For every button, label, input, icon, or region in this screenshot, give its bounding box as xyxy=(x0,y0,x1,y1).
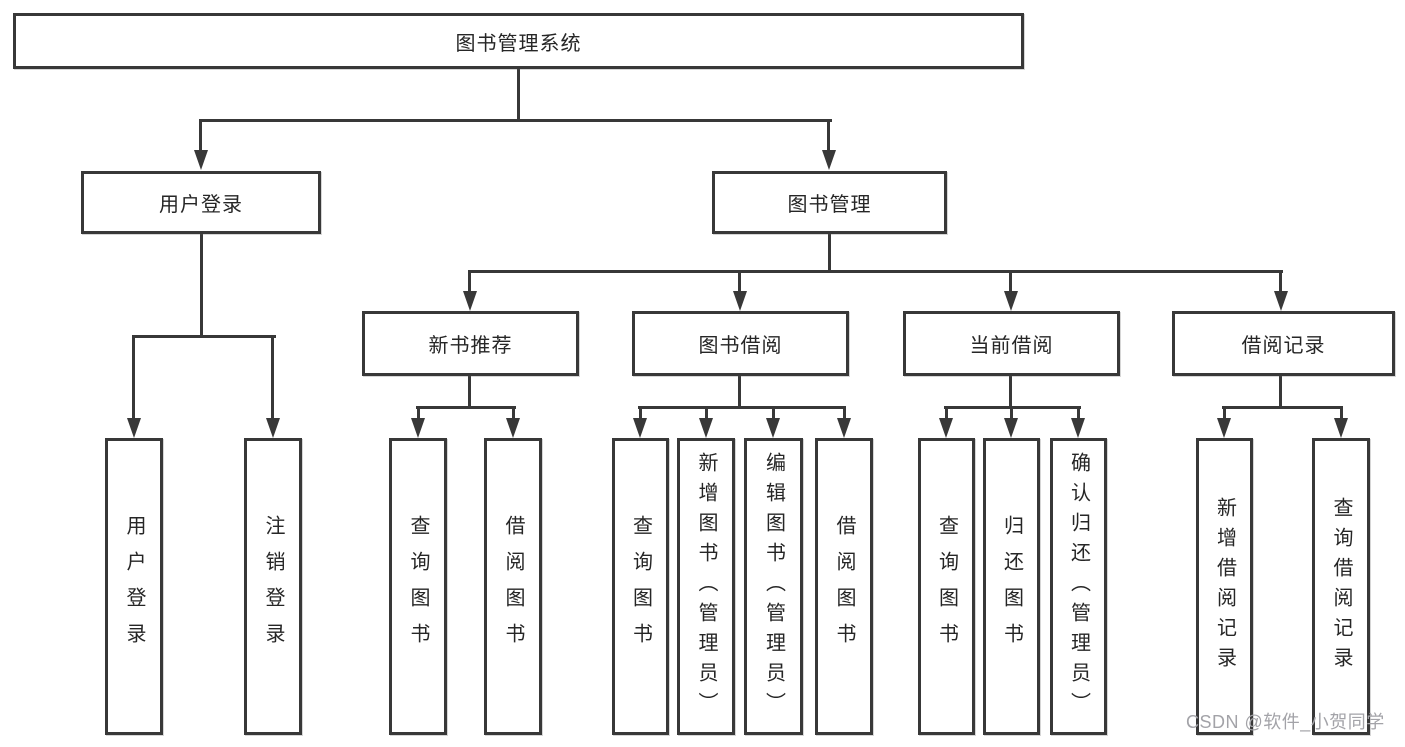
node-label: 新增借阅记录 xyxy=(1213,496,1236,677)
node-label: 查询图书 xyxy=(407,514,429,659)
arrowhead-down xyxy=(1004,418,1018,438)
connector-line xyxy=(199,122,202,151)
node-label: 借阅图书 xyxy=(502,514,524,659)
connector-line xyxy=(1279,376,1282,407)
arrowhead-down xyxy=(463,291,477,311)
node-library-management-system: 图书管理系统 xyxy=(13,13,1024,69)
arrowhead-down xyxy=(1071,418,1085,438)
node-book-management: 图书管理 xyxy=(712,171,947,234)
arrowhead-down xyxy=(194,150,208,170)
connector-line xyxy=(416,406,516,409)
leaf-query-books-borrowing: 查询图书 xyxy=(612,438,669,735)
node-label: 用户登录 xyxy=(123,514,145,659)
leaf-return-books: 归还图书 xyxy=(983,438,1040,735)
watermark: CSDN @软件_小贺同学 xyxy=(1186,712,1385,732)
leaf-borrow-books-recommend: 借阅图书 xyxy=(484,438,542,735)
connector-line xyxy=(1340,409,1343,419)
leaf-edit-books-admin: 编辑图书（管理员） xyxy=(744,438,803,735)
arrowhead-down xyxy=(822,150,836,170)
connector-line xyxy=(468,376,471,407)
node-label: 借阅记录 xyxy=(1241,335,1326,357)
connector-line xyxy=(132,335,276,338)
node-label: 查询图书 xyxy=(935,514,958,659)
node-label: 查询借阅记录 xyxy=(1330,496,1352,677)
arrowhead-down xyxy=(127,418,141,438)
node-book-borrowing: 图书借阅 xyxy=(632,311,849,376)
connector-line xyxy=(843,409,846,419)
node-label: 图书管理系统 xyxy=(455,32,582,55)
connector-line xyxy=(1279,273,1282,292)
arrowhead-down xyxy=(1274,291,1288,311)
node-label: 编辑图书（管理员） xyxy=(762,451,785,722)
connector-line xyxy=(772,409,775,419)
node-label: 当前借阅 xyxy=(969,335,1054,357)
connector-line xyxy=(512,409,515,419)
leaf-query-books-recommend: 查询图书 xyxy=(389,438,447,735)
node-label: 注销登录 xyxy=(262,514,284,659)
connector-line xyxy=(705,409,708,419)
arrowhead-down xyxy=(1334,418,1348,438)
connector-line xyxy=(639,409,642,419)
connector-line xyxy=(468,273,471,292)
arrowhead-down xyxy=(699,418,713,438)
connector-line xyxy=(468,270,1283,273)
node-label: 归还图书 xyxy=(1000,514,1023,659)
node-new-book-recommendation: 新书推荐 xyxy=(362,311,579,376)
connector-line xyxy=(1077,409,1080,419)
connector-line xyxy=(1223,409,1226,419)
node-label: 新书推荐 xyxy=(428,335,513,357)
leaf-confirm-return-admin: 确认归还（管理员） xyxy=(1050,438,1107,735)
connector-line xyxy=(1222,406,1343,409)
connector-line xyxy=(828,234,831,271)
node-label: 新增图书（管理员） xyxy=(695,451,717,722)
node-label: 用户登录 xyxy=(159,194,243,216)
connector-line xyxy=(417,409,420,419)
arrowhead-down xyxy=(266,418,280,438)
connector-line xyxy=(945,409,948,419)
node-borrowing-records: 借阅记录 xyxy=(1172,311,1395,376)
node-current-borrowing: 当前借阅 xyxy=(903,311,1120,376)
connector-line xyxy=(271,338,274,419)
connector-line xyxy=(132,338,135,419)
node-label: 图书借阅 xyxy=(698,335,783,357)
connector-line xyxy=(200,234,203,336)
connector-line xyxy=(199,119,832,122)
node-label: 图书管理 xyxy=(787,194,872,216)
leaf-query-borrow-record: 查询借阅记录 xyxy=(1312,438,1370,735)
node-user-login: 用户登录 xyxy=(81,171,321,234)
node-label: 查询图书 xyxy=(629,514,652,659)
connector-line xyxy=(1009,376,1012,407)
leaf-add-books-admin: 新增图书（管理员） xyxy=(677,438,735,735)
connector-line xyxy=(517,69,520,120)
leaf-logout: 注销登录 xyxy=(244,438,302,735)
node-label: 确认归还（管理员） xyxy=(1067,451,1090,722)
leaf-borrow-books-borrowing: 借阅图书 xyxy=(815,438,873,735)
leaf-user-login: 用户登录 xyxy=(105,438,163,735)
arrowhead-down xyxy=(939,418,953,438)
connector-line xyxy=(738,273,741,292)
leaf-add-borrow-record: 新增借阅记录 xyxy=(1196,438,1253,735)
arrowhead-down xyxy=(411,418,425,438)
connector-line xyxy=(827,122,830,151)
leaf-query-books-current: 查询图书 xyxy=(918,438,975,735)
arrowhead-down xyxy=(633,418,647,438)
arrowhead-down xyxy=(837,418,851,438)
arrowhead-down xyxy=(1217,418,1231,438)
arrowhead-down xyxy=(506,418,520,438)
connector-line xyxy=(1010,409,1013,419)
node-label: 借阅图书 xyxy=(833,514,855,659)
arrowhead-down xyxy=(733,291,747,311)
connector-line xyxy=(944,406,1081,409)
arrowhead-down xyxy=(1004,291,1018,311)
connector-line xyxy=(638,406,846,409)
arrowhead-down xyxy=(766,418,780,438)
connector-line xyxy=(1009,273,1012,292)
connector-line xyxy=(738,376,741,407)
